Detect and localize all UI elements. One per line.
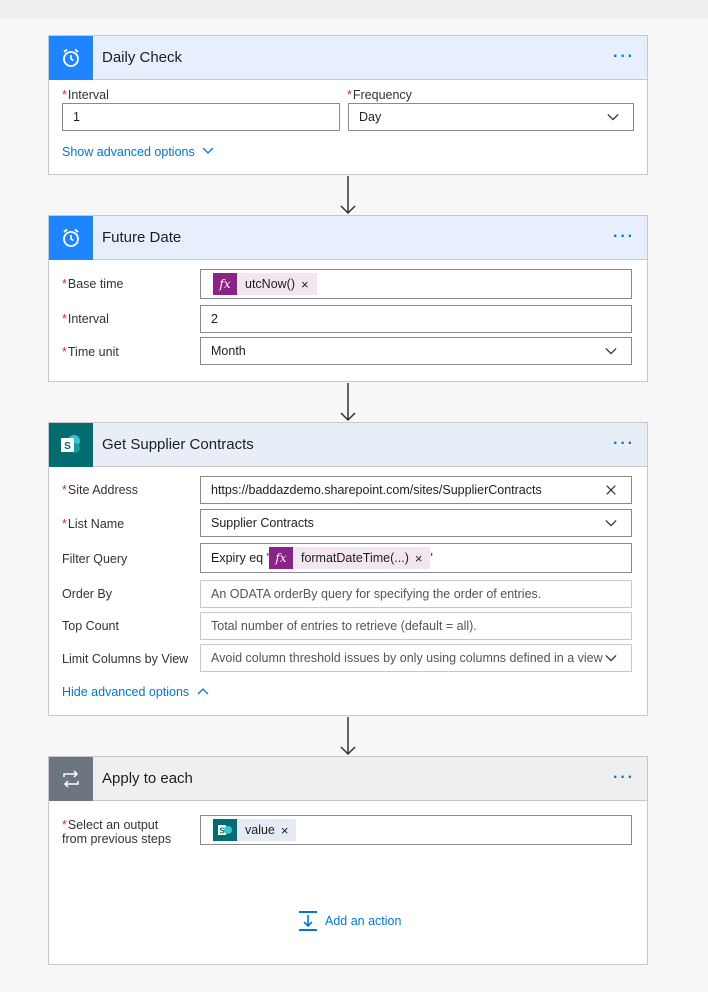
card-title: Apply to each [102, 770, 193, 787]
remove-token-icon[interactable]: × [280, 822, 289, 838]
select-output-label: *Select an output from previous steps [62, 818, 172, 846]
chevron-up-icon [197, 688, 209, 695]
chevron-down-icon [607, 113, 619, 121]
time-unit-label: *Time unit [62, 345, 119, 359]
sharepoint-icon: S [213, 819, 237, 841]
alarm-clock-icon [49, 215, 93, 260]
limit-columns-label: Limit Columns by View [62, 652, 189, 666]
card-header-daily-check[interactable]: Daily Check ··· [49, 35, 647, 80]
flow-arrow-icon [340, 176, 356, 215]
expression-token[interactable]: fx formatDateTime(...) × [268, 547, 431, 569]
add-action-icon [299, 911, 317, 931]
remove-token-icon[interactable]: × [414, 550, 423, 566]
more-options-button[interactable]: ··· [613, 48, 635, 65]
more-options-button[interactable]: ··· [613, 435, 635, 452]
clear-icon[interactable] [605, 484, 617, 496]
top-count-input[interactable]: Total number of entries to retrieve (def… [200, 612, 632, 640]
sharepoint-icon: S [49, 422, 93, 467]
top-bar [0, 0, 708, 18]
card-daily-check: Daily Check ··· *Interval 1 *Frequency D… [48, 35, 648, 175]
card-title: Get Supplier Contracts [102, 436, 254, 453]
frequency-value: Day [359, 110, 382, 124]
base-time-label: *Base time [62, 277, 124, 291]
alarm-clock-icon [49, 35, 93, 80]
filter-query-input[interactable]: Expiry eq ' fx formatDateTime(...) × ' [200, 543, 632, 573]
limit-columns-select[interactable]: Avoid column threshold issues by only us… [200, 644, 632, 672]
chevron-down-icon [605, 654, 617, 662]
select-output-input[interactable]: S value × [200, 815, 632, 845]
expression-token[interactable]: fx utcNow() × [213, 273, 317, 295]
dynamic-content-token[interactable]: S value × [213, 819, 297, 841]
hide-advanced-options-link[interactable]: Hide advanced options [62, 685, 209, 699]
site-address-input[interactable]: https://baddazdemo.sharepoint.com/sites/… [200, 476, 632, 504]
top-count-label: Top Count [62, 619, 119, 633]
time-unit-value: Month [211, 344, 246, 358]
card-future-date: Future Date ··· *Base time fx utcNow() ×… [48, 215, 648, 382]
show-advanced-options-link[interactable]: Show advanced options [62, 145, 214, 159]
order-by-label: Order By [62, 587, 113, 601]
chevron-down-icon [605, 519, 617, 527]
fx-icon: fx [213, 273, 237, 295]
card-header-future-date[interactable]: Future Date ··· [49, 215, 647, 260]
interval-label: *Interval [62, 88, 109, 102]
loop-icon [49, 756, 93, 801]
more-options-button[interactable]: ··· [613, 769, 635, 786]
fx-icon: fx [268, 547, 293, 569]
add-an-action-button[interactable]: Add an action [297, 910, 401, 932]
site-address-value: https://baddazdemo.sharepoint.com/sites/… [211, 483, 542, 497]
chevron-down-icon [605, 347, 617, 355]
frequency-select[interactable]: Day [348, 103, 634, 131]
frequency-label: *Frequency [347, 88, 412, 102]
card-get-supplier-contracts: S Get Supplier Contracts ··· *Site Addre… [48, 422, 648, 716]
list-name-label: *List Name [62, 517, 125, 531]
svg-text:S: S [219, 827, 225, 836]
interval-input[interactable]: 2 [200, 305, 632, 333]
card-header-get-supplier-contracts[interactable]: S Get Supplier Contracts ··· [49, 422, 647, 467]
interval-input[interactable]: 1 [62, 103, 340, 131]
interval-label: *Interval [62, 312, 109, 326]
remove-token-icon[interactable]: × [301, 276, 309, 292]
card-header-apply-to-each[interactable]: Apply to each ··· [49, 756, 647, 801]
flow-arrow-icon [340, 383, 356, 422]
chevron-down-icon [202, 147, 214, 154]
list-name-value: Supplier Contracts [211, 516, 314, 530]
card-title: Daily Check [102, 49, 183, 66]
time-unit-select[interactable]: Month [200, 337, 632, 365]
flow-arrow-icon [340, 717, 356, 756]
site-address-label: *Site Address [62, 483, 139, 497]
filter-query-label: Filter Query [62, 552, 128, 566]
card-title: Future Date [102, 229, 182, 246]
base-time-input[interactable]: fx utcNow() × [200, 269, 632, 299]
order-by-input[interactable]: An ODATA orderBy query for specifying th… [200, 580, 632, 608]
more-options-button[interactable]: ··· [613, 228, 635, 245]
card-apply-to-each: Apply to each ··· *Select an output from… [48, 756, 648, 965]
list-name-select[interactable]: Supplier Contracts [200, 509, 632, 537]
svg-text:S: S [64, 441, 71, 452]
